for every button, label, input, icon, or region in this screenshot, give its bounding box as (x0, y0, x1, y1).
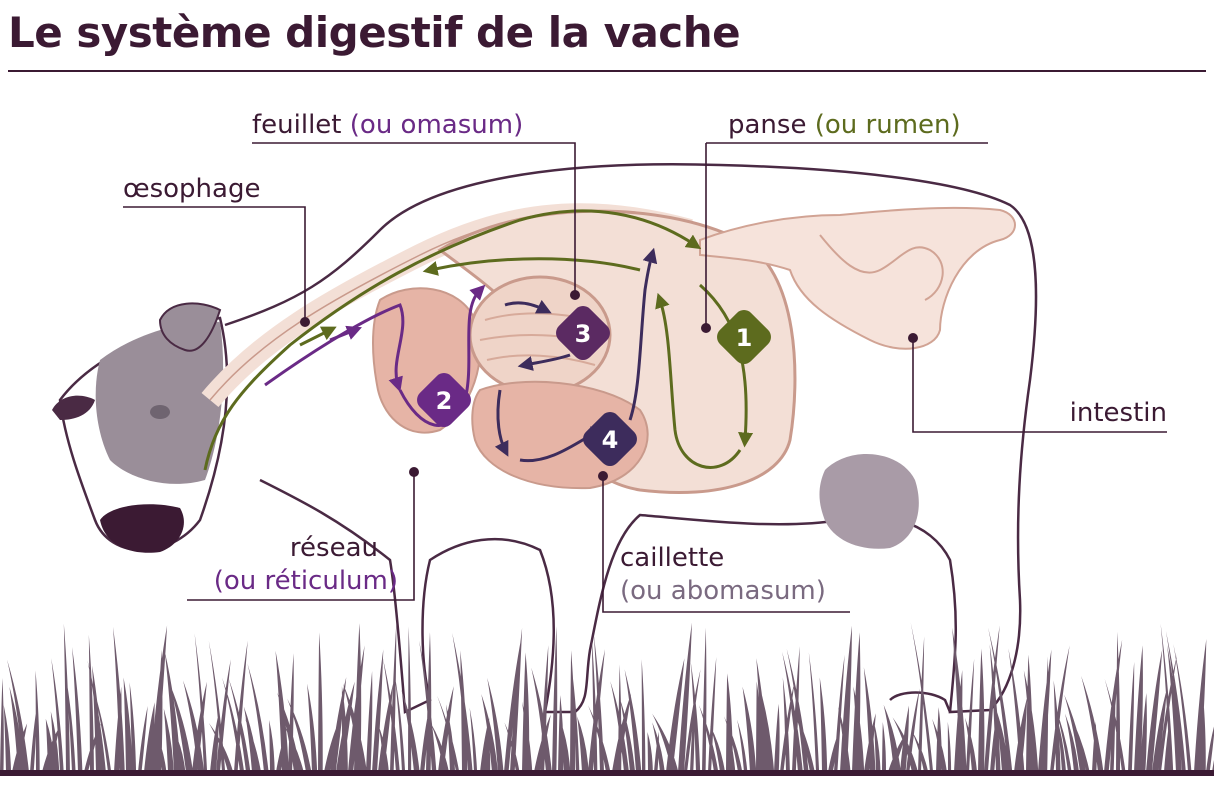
ground-line (0, 770, 1214, 776)
cow-head (52, 302, 229, 553)
badge-3-label: 3 (575, 320, 592, 348)
intestine-organ (699, 206, 1016, 350)
eye-icon (150, 405, 170, 419)
leader-lines (123, 142, 1167, 613)
page-title: Le système digestif de la vache (8, 8, 741, 57)
badge-1-label: 1 (736, 324, 753, 352)
intestine-loops (819, 234, 944, 301)
badge-2-label: 2 (436, 387, 453, 415)
horn-icon (52, 395, 95, 420)
muzzle-icon (100, 504, 184, 553)
badge-2: 2 (417, 373, 471, 427)
label-feuillet: feuillet (ou omasum) (252, 110, 523, 140)
label-reseau-name: réseau (290, 533, 378, 563)
ear-icon (158, 302, 222, 352)
badge-4: 4 (583, 412, 637, 466)
label-reseau-sub: (ou réticulum) (214, 566, 398, 596)
label-intestin: intestin (1070, 398, 1167, 428)
label-panse-sub: (ou rumen) (815, 110, 961, 140)
label-feuillet-name: feuillet (252, 110, 342, 140)
label-caillette-name: caillette (620, 543, 724, 573)
label-panse: panse (ou rumen) (728, 110, 961, 140)
label-panse-name: panse (728, 110, 806, 140)
badge-4-label: 4 (602, 426, 619, 454)
label-caillette-sub: (ou abomasum) (620, 576, 826, 606)
label-feuillet-sub: (ou omasum) (350, 110, 523, 140)
udder-icon (819, 453, 919, 549)
title-divider (8, 70, 1206, 72)
leader-dots (300, 290, 918, 481)
grass-strip (0, 622, 1214, 772)
badge-3: 3 (556, 306, 610, 360)
badge-1: 1 (717, 310, 771, 364)
label-oesophage: œsophage (123, 174, 260, 204)
